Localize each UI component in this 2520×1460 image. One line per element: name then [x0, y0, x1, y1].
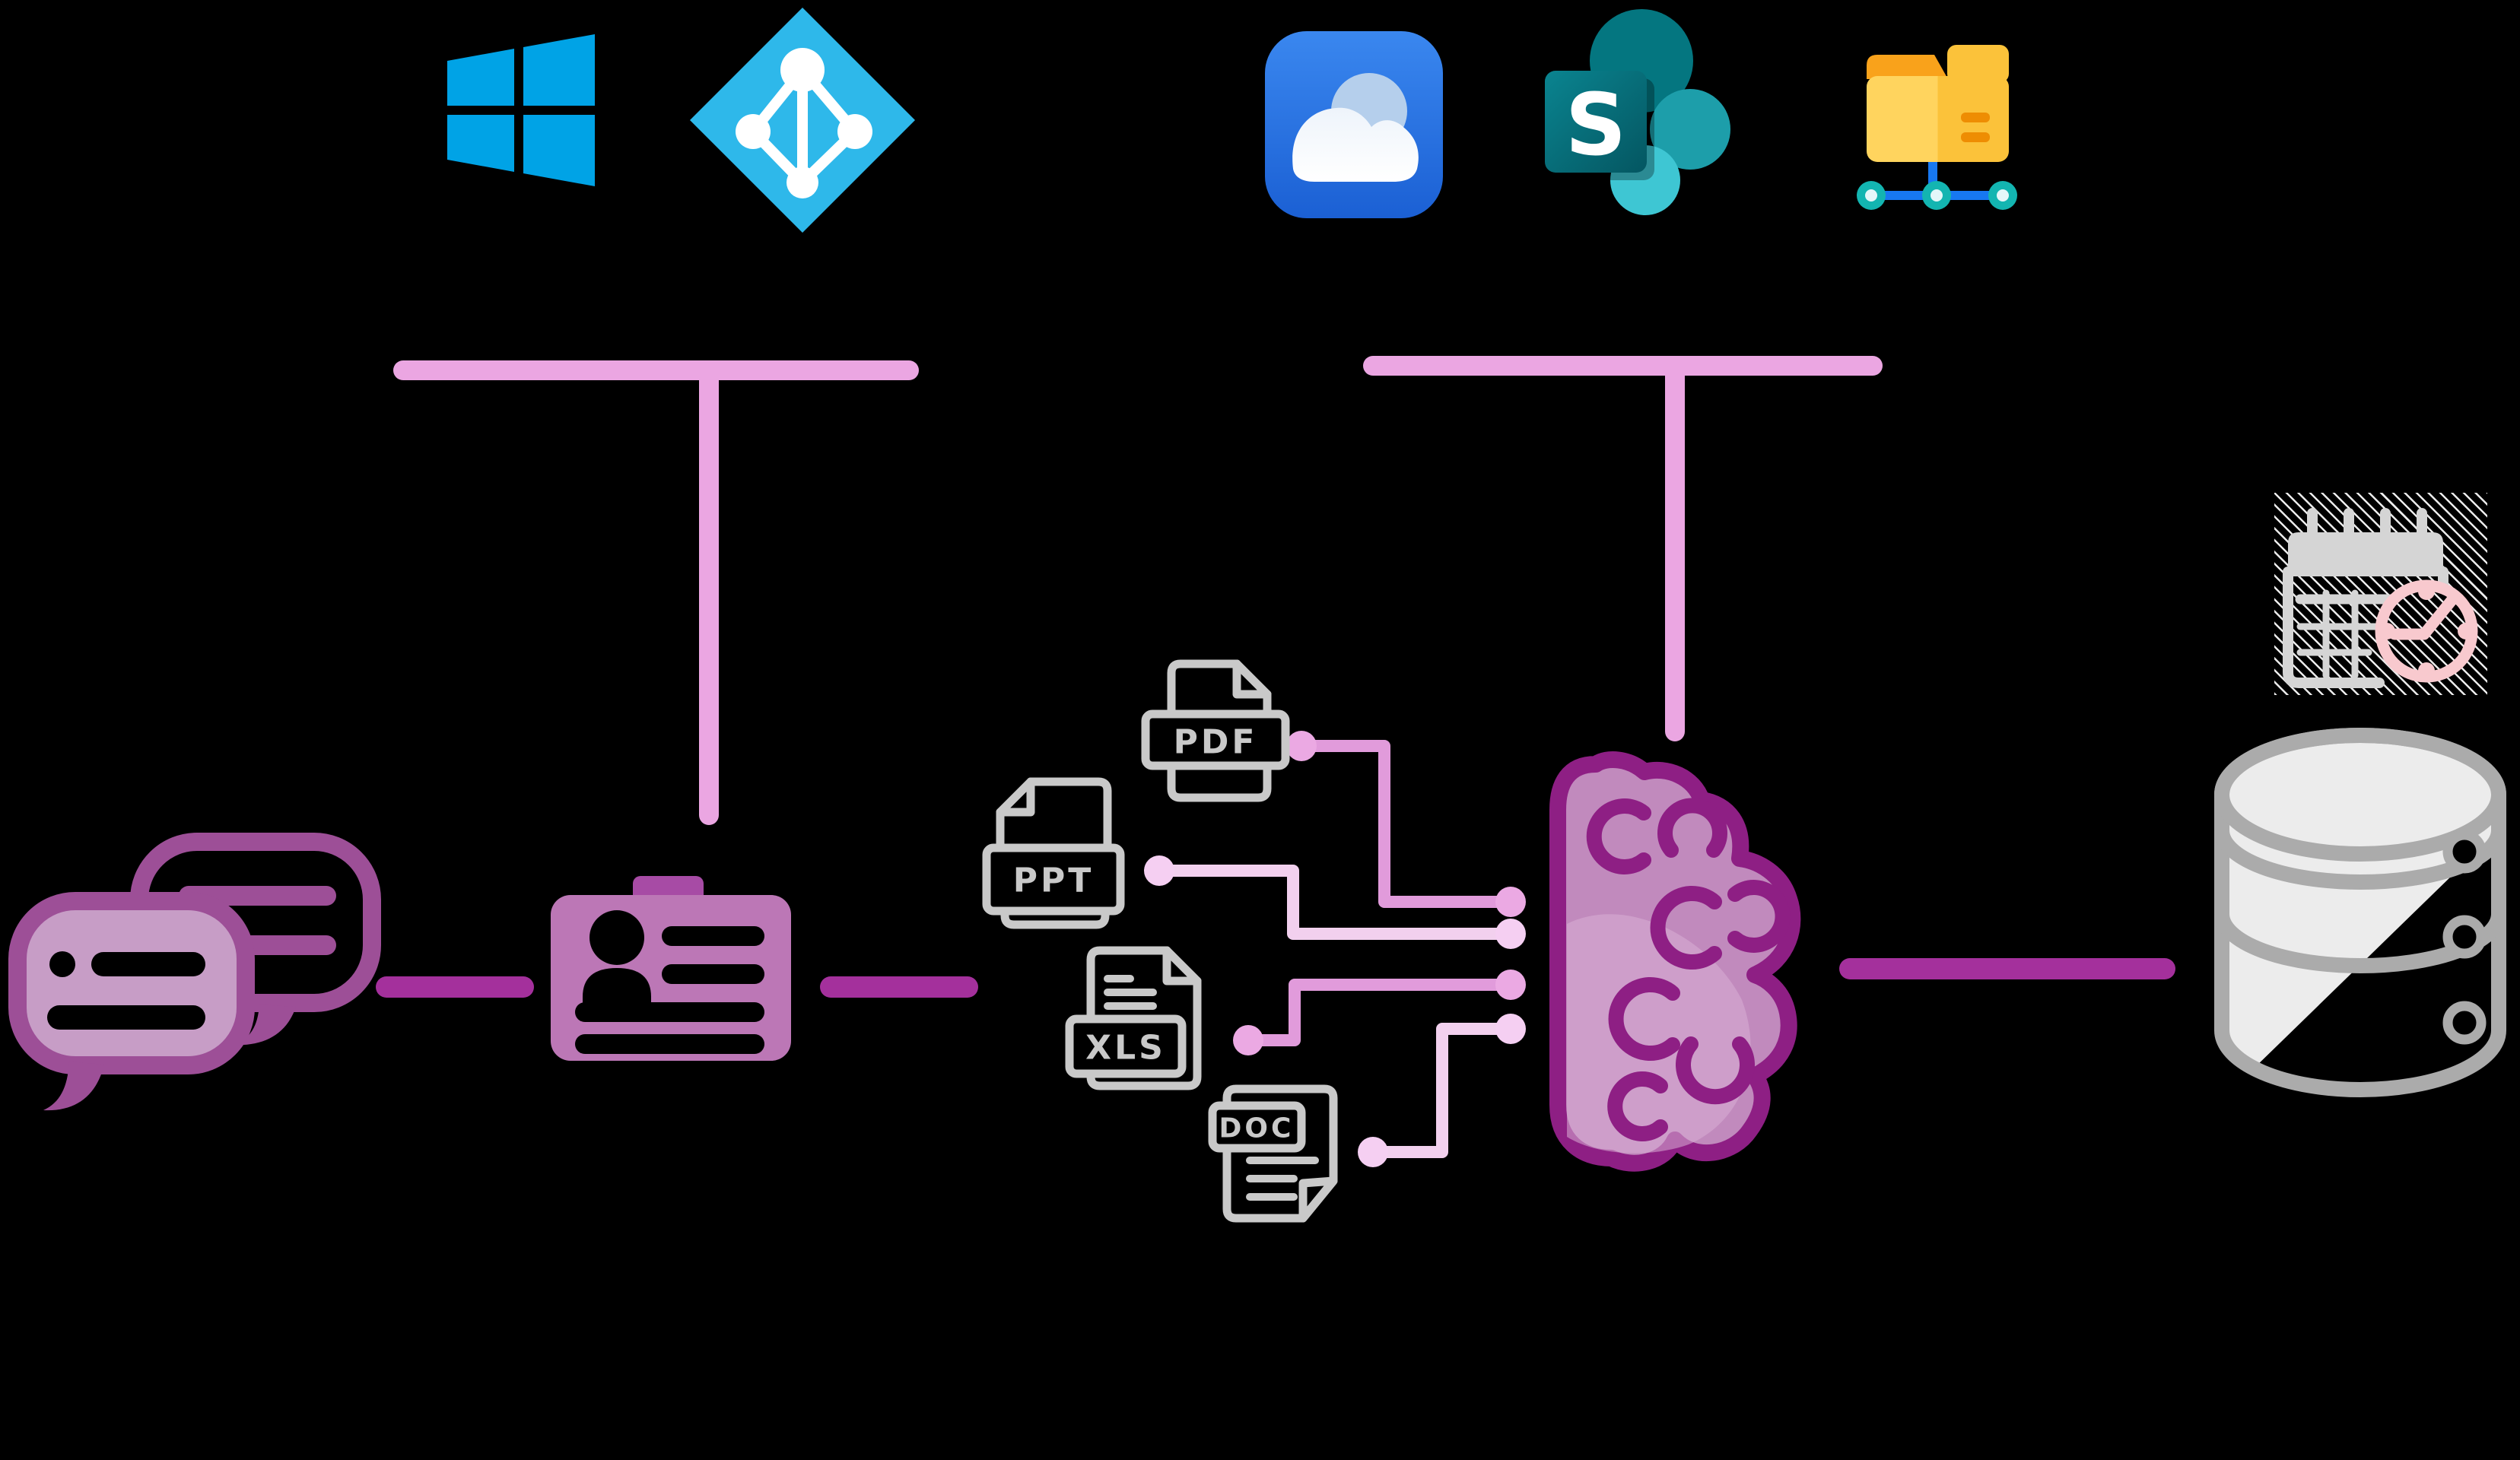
- doc-text-lines: [1246, 1157, 1319, 1201]
- pdf-label-band: [1141, 709, 1290, 770]
- database-bolts: [2442, 830, 2487, 1045]
- calendar-header: [2288, 532, 2443, 576]
- pdf-sheet: [1167, 659, 1272, 802]
- chat-icon: [8, 833, 381, 1111]
- database-icon: [2214, 728, 2506, 1097]
- circuit-traces-medium: [1248, 740, 1511, 1046]
- folder-dashes: [1961, 113, 1990, 142]
- xls-label-band: [1065, 1014, 1187, 1078]
- ppt-label: PPT: [1013, 862, 1095, 900]
- azure-ad-icon: [690, 8, 915, 233]
- doc-brain-node-icon: [1495, 1014, 1526, 1044]
- ppt-fold-corner: [996, 777, 1035, 817]
- brain-folds: [1586, 798, 1791, 1141]
- xls-text-lines: [1104, 975, 1157, 1010]
- doc-file-icon: DOC: [1208, 1084, 1338, 1223]
- clock-icon: [2375, 579, 2478, 683]
- trunk-connectors: [393, 356, 1883, 825]
- pdf-circuit-trace: [1301, 740, 1511, 908]
- folder-tab: [1947, 45, 2009, 83]
- windows-icon: [447, 34, 595, 186]
- windows-panes: [447, 34, 595, 186]
- circuit-traces-light: [1159, 865, 1511, 1158]
- onedrive-icon: [1265, 31, 1443, 218]
- ppt-brain-node-icon: [1495, 919, 1526, 949]
- clock-hands: [2388, 592, 2460, 640]
- calendar-frame: [2283, 567, 2448, 688]
- xls-sheet: [1086, 946, 1202, 1090]
- doc-fold-corner: [1298, 1176, 1338, 1223]
- id-card-person-icon: [583, 910, 651, 1008]
- id-card-icon: [551, 876, 791, 1061]
- azure-network-nodes: [736, 48, 872, 198]
- xls-fold-corner: [1162, 946, 1202, 986]
- chat-back-tail: [234, 1005, 296, 1046]
- xls-label: XLS: [1085, 1029, 1166, 1068]
- xls-circuit-trace: [1248, 979, 1511, 1046]
- sharepoint-square: [1545, 71, 1647, 173]
- chat-front-tail: [43, 1062, 104, 1111]
- ppt-node-icon: [1144, 855, 1174, 886]
- network-folder-icon: [1857, 45, 2017, 210]
- pdf-file-icon: PDF: [1141, 659, 1290, 802]
- xls-file-icon: XLS: [1065, 946, 1202, 1090]
- sharepoint-circle-mid: [1650, 89, 1730, 170]
- doc-sheet: [1222, 1084, 1338, 1223]
- flow-dash-connectors: [376, 958, 2175, 998]
- calendar-clock-drawing: [2283, 508, 2478, 688]
- database-shadow-half: [2222, 817, 2499, 1090]
- doc-circuit-trace: [1373, 1023, 1511, 1158]
- pdf-node-icon: [1286, 731, 1317, 761]
- folder-network-nodes: [1857, 181, 2017, 210]
- sharepoint-letter: S: [1565, 76, 1627, 175]
- brain-icon: [1549, 751, 1801, 1172]
- pdf-label: PDF: [1174, 723, 1258, 762]
- doc-node-icon: [1358, 1137, 1388, 1167]
- xls-node-icon: [1233, 1025, 1263, 1055]
- pdf-brain-node-icon: [1495, 887, 1526, 917]
- id-card-text-lines: [575, 926, 764, 1054]
- ppt-tray: [1000, 906, 1110, 929]
- xls-brain-node-icon: [1495, 970, 1526, 1000]
- doc-label: DOC: [1219, 1113, 1295, 1144]
- circuit-nodes-medium: [1233, 731, 1526, 1055]
- ppt-circuit-trace: [1159, 865, 1511, 940]
- pdf-fold-corner: [1232, 659, 1272, 699]
- chat-front-lines: [47, 951, 205, 1030]
- folder-top-band: [1867, 55, 1948, 79]
- ppt-file-icon: PPT: [982, 777, 1125, 929]
- doc-label-band: [1208, 1101, 1306, 1153]
- calendar-clock-icon: [2274, 493, 2487, 695]
- onedrive-cloud-icon: [1292, 107, 1419, 182]
- sharepoint-icon: S: [1545, 9, 1730, 215]
- circuit-nodes-light: [1144, 855, 1526, 1167]
- chat-front-bubble: [8, 892, 255, 1074]
